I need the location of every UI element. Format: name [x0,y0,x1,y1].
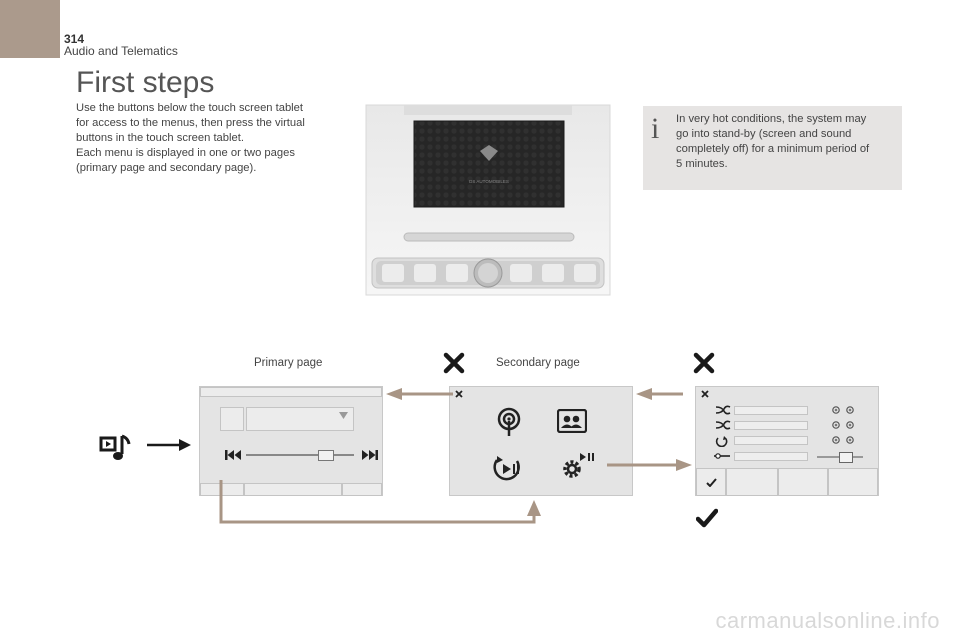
info-icon: i [651,112,660,145]
option-radio-group[interactable] [832,406,856,452]
intro-line: (primary page and secondary page). [76,162,257,174]
progress-slider-handle[interactable] [318,450,334,461]
radio-icon[interactable] [496,407,522,437]
watermark: carmanualsonline.info [715,608,940,633]
info-line: completely off) for a minimum period of [676,143,870,155]
shuffle-all-icon [715,405,731,415]
next-icon[interactable] [362,450,378,460]
close-icon[interactable] [443,352,465,374]
check-icon[interactable] [696,508,718,528]
settings-screen [695,386,879,496]
intro-line: Use the buttons below the touch screen t… [76,102,304,114]
balance-icon [714,453,730,459]
primary-tab[interactable] [342,483,382,496]
settings-tab[interactable] [726,468,778,496]
contacts-icon[interactable] [557,409,587,433]
page-title: First steps [76,66,215,99]
play-pause-icon[interactable] [490,455,524,483]
intro-line: buttons in the touch screen tablet. [76,132,244,144]
intro-line: for access to the menus, then press the … [76,117,305,129]
media-icon[interactable] [98,432,132,464]
previous-icon[interactable] [225,450,241,460]
close-icon[interactable] [701,390,709,398]
option-field[interactable] [734,421,808,430]
primary-tab[interactable] [244,483,342,496]
intro-line: Each menu is displayed in one or two pag… [76,147,295,159]
settings-icon[interactable] [560,451,596,483]
option-field[interactable] [734,406,808,415]
info-line: go into stand-by (screen and sound [676,128,852,140]
confirm-tab[interactable] [696,468,726,496]
settings-tab[interactable] [778,468,828,496]
close-icon[interactable] [693,352,715,374]
info-text: In very hot conditions, the system may g… [676,112,891,172]
info-box [643,106,902,190]
settings-tab[interactable] [828,468,878,496]
intro-text: Use the buttons below the touch screen t… [76,101,338,176]
primary-source-dropdown[interactable] [246,407,354,431]
section-title: Audio and Telematics [64,44,178,58]
arrow-right-icon [147,439,191,451]
primary-artwork [220,407,244,431]
secondary-page-label: Secondary page [496,357,580,369]
primary-screen [199,386,383,496]
secondary-screen [449,386,633,496]
close-icon[interactable] [455,390,463,398]
corner-tab [0,0,60,58]
page-number: 314 [64,32,85,46]
primary-page-label: Primary page [254,357,323,369]
logo-text: DS AUTOMOBILES [469,179,509,184]
primary-topbar [200,387,382,397]
shuffle-icon [715,420,731,430]
check-icon [706,478,717,487]
progress-track[interactable] [246,454,354,456]
dashboard-device-image: DS AUTOMOBILES [365,104,611,296]
primary-tab[interactable] [200,483,244,496]
option-field[interactable] [734,436,808,445]
option-field[interactable] [734,452,808,461]
info-line: 5 minutes. [676,158,728,170]
balance-slider-handle[interactable] [839,452,853,463]
repeat-icon [715,436,728,447]
chevron-down-icon [339,412,348,419]
info-line: In very hot conditions, the system may [676,113,867,125]
